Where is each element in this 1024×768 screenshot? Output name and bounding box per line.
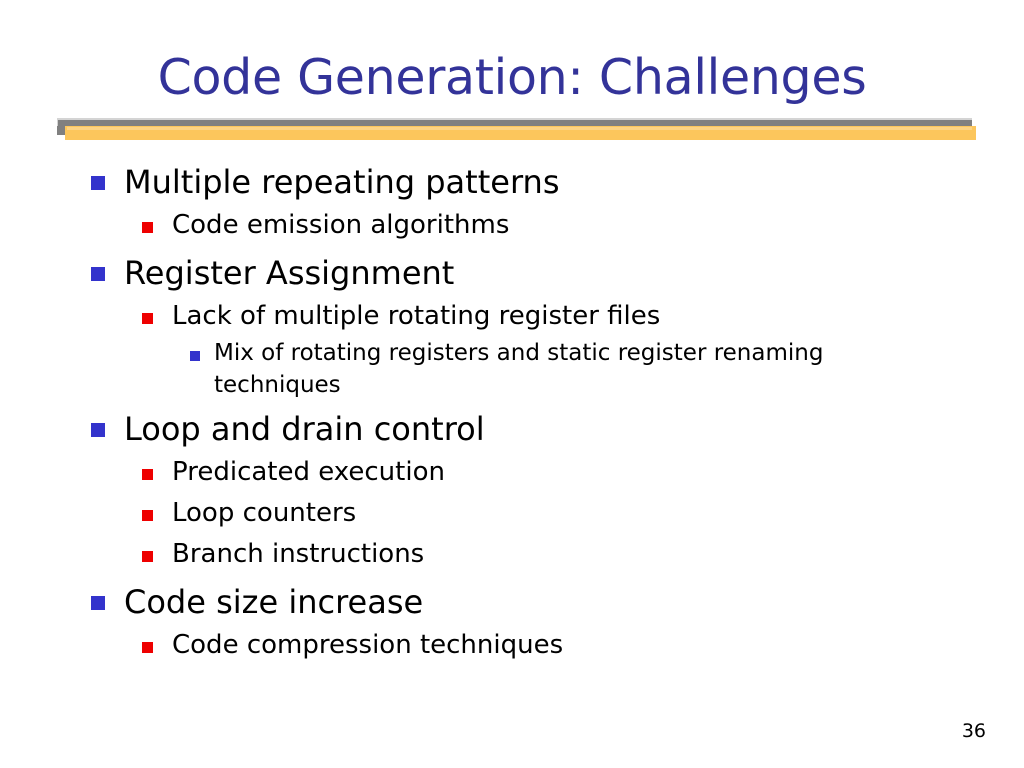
bullet-row-level-1: Code size increase: [0, 580, 1024, 624]
bullet-row-level-1: Register Assignment: [0, 251, 1024, 295]
title-divider-gray-bar: [57, 118, 972, 126]
bullet-row-level-2: Lack of multiple rotating register files: [0, 296, 1024, 336]
square-bullet-blue-icon: [91, 596, 105, 610]
title-divider-orange-highlight: [67, 127, 972, 130]
bullet-text: Loop counters: [172, 498, 357, 528]
square-bullet-blue-icon: [190, 351, 200, 361]
square-bullet-blue-icon: [91, 267, 105, 281]
bullet-text: Mix of rotating registers and static reg…: [214, 340, 824, 398]
bullet-text: Branch instructions: [172, 539, 425, 569]
bullet-row-level-3: Mix of rotating registers and static reg…: [0, 337, 1024, 401]
bullet-row-level-1: Multiple repeating patterns: [0, 160, 1024, 204]
bullet-text: Predicated execution: [172, 457, 445, 487]
title-divider-gray-cap: [57, 126, 67, 135]
bullet-row-level-2: Code emission algorithms: [0, 205, 1024, 245]
bullet-text: Loop and drain control: [124, 410, 485, 448]
bullet-text: Multiple repeating patterns: [124, 163, 560, 201]
bullet-text: Code size increase: [124, 583, 424, 621]
bullet-row-level-1: Loop and drain control: [0, 407, 1024, 451]
bullet-row-level-2: Branch instructions: [0, 534, 1024, 574]
square-bullet-red-icon: [142, 510, 153, 521]
page-number: 36: [961, 720, 986, 742]
bullet-row-level-2: Loop counters: [0, 493, 1024, 533]
square-bullet-red-icon: [142, 642, 153, 653]
square-bullet-blue-icon: [91, 176, 105, 190]
bullet-row-level-2: Code compression techniques: [0, 625, 1024, 665]
bullet-row-level-2: Predicated execution: [0, 452, 1024, 492]
bullet-text: Code emission algorithms: [172, 210, 510, 240]
bullet-text: Register Assignment: [124, 254, 455, 292]
square-bullet-blue-icon: [91, 423, 105, 437]
square-bullet-red-icon: [142, 469, 153, 480]
bullet-text: Lack of multiple rotating register files: [172, 301, 661, 331]
square-bullet-red-icon: [142, 222, 153, 233]
square-bullet-red-icon: [142, 551, 153, 562]
square-bullet-red-icon: [142, 313, 153, 324]
page-title: Code Generation: Challenges: [157, 49, 867, 106]
bullet-text: Code compression techniques: [172, 630, 564, 660]
title-area: Code Generation: Challenges: [0, 48, 1024, 118]
